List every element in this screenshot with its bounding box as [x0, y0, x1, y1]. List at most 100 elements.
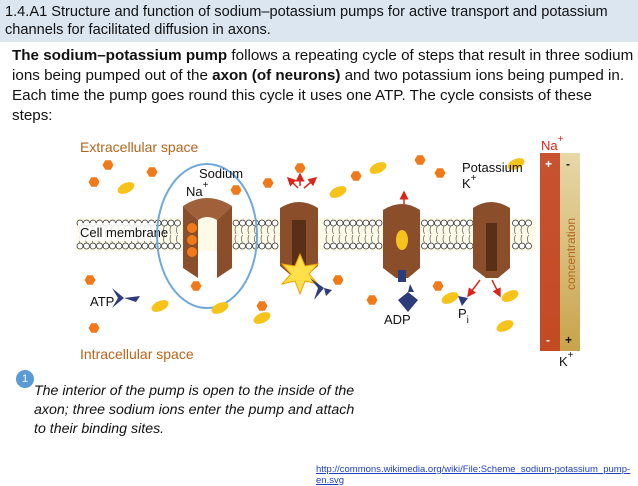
phospholipid-head	[148, 242, 155, 250]
phospholipid-tail	[455, 234, 458, 244]
phospholipid-tail	[345, 225, 347, 235]
phospholipid-head	[336, 242, 344, 250]
sodium-ion	[262, 178, 274, 188]
phospholipid-tail	[325, 234, 328, 244]
phospholipid-tail	[163, 225, 165, 235]
phospholipid-head	[122, 242, 129, 250]
phospholipid-head	[349, 242, 357, 250]
phospholipid-tail	[325, 225, 328, 235]
phospholipid-head	[421, 219, 428, 227]
phospholipid-tail	[267, 225, 269, 235]
step-number-badge: 1	[16, 370, 34, 388]
phospholipid-head	[447, 219, 454, 227]
phospholipid-head	[258, 242, 266, 250]
phospholipid-head	[323, 242, 331, 250]
k-corner-symbol: K	[559, 354, 568, 369]
intro-bold-axon: axon (of neurons)	[212, 67, 341, 84]
phosphate-molecule	[458, 296, 468, 306]
phospholipid-head	[271, 219, 279, 227]
phospholipid-tail	[345, 234, 347, 244]
phospholipid-head	[460, 219, 467, 227]
phospholipid-head	[83, 242, 90, 250]
phospholipid-head	[362, 219, 370, 227]
phospholipid-head	[518, 219, 526, 227]
phospholipid-tail	[234, 234, 237, 244]
active-pump-outline	[156, 163, 258, 309]
phospholipid-tail	[449, 234, 451, 244]
sodium-symbol-text: Na	[186, 184, 203, 199]
intro-bold-pump: The sodium–potassium pump	[12, 47, 228, 64]
phospholipid-tail	[371, 234, 373, 244]
phospholipid-tail	[429, 225, 432, 235]
sodium-ion	[146, 167, 158, 177]
atp-label: ATP	[90, 294, 114, 309]
phospholipid-tail	[176, 234, 178, 244]
phospholipid-head	[349, 219, 357, 227]
phospholipid-tail	[436, 225, 438, 235]
phospholipid-head	[453, 242, 461, 250]
phospholipid-head	[427, 242, 435, 250]
phospholipid-head	[258, 219, 266, 227]
step-caption: The interior of the pump is open to the …	[34, 383, 355, 437]
phospholipid-head	[369, 219, 376, 227]
phospholipid-head	[466, 219, 474, 227]
phospholipid-head	[434, 219, 441, 227]
k-corner-label: K+	[559, 350, 574, 369]
phospholipid-head	[128, 242, 136, 250]
phospholipid-head	[323, 219, 331, 227]
phospholipid-tail	[338, 225, 341, 235]
phospholipid-head	[76, 242, 84, 250]
sodium-ion	[332, 275, 344, 285]
na-corner-charge: +	[558, 134, 564, 145]
phospholipid-head	[343, 219, 350, 227]
phospholipid-tail	[351, 234, 354, 244]
sodium-charge: +	[203, 180, 209, 191]
ion-movement-arrows	[286, 172, 501, 298]
phospholipid-head	[245, 242, 253, 250]
phospholipid-head	[518, 242, 526, 250]
phospholipid-head	[167, 219, 175, 227]
sodium-ion	[84, 275, 96, 285]
phospholipid-tail	[247, 225, 250, 235]
adp-label: ADP	[384, 312, 411, 327]
potassium-charge: +	[471, 173, 477, 184]
sodium-symbol: Na+	[186, 180, 209, 199]
potassium-ion	[501, 290, 519, 302]
phospholipid-tail	[351, 225, 354, 235]
phospholipid-tail	[514, 234, 516, 244]
phospholipid-head	[239, 219, 246, 227]
phospholipid-head	[167, 242, 175, 250]
phospholipid-head	[447, 242, 454, 250]
phospholipid-tail	[455, 225, 458, 235]
potassium-ion	[151, 300, 169, 312]
phospholipid-tail	[254, 234, 256, 244]
phospholipid-tail	[527, 234, 529, 244]
phospholipid-tail	[163, 234, 165, 244]
k-top-minus: -	[566, 157, 570, 171]
potassium-label: Potassium	[462, 160, 523, 175]
sodium-ion	[350, 171, 362, 181]
phospholipid-tail	[267, 234, 269, 244]
atp-molecule-free	[112, 288, 140, 308]
source-link[interactable]: http://commons.wikimedia.org/wiki/File:S…	[316, 464, 631, 486]
sodium-ions	[84, 155, 446, 333]
sodium-ion	[88, 177, 100, 187]
phospholipid-tail	[273, 234, 276, 244]
potassium-ion	[496, 320, 514, 332]
na-top-plus: +	[545, 157, 552, 171]
phospholipid-head	[460, 242, 467, 250]
phospholipid-head	[102, 242, 110, 250]
phospholipid-head	[525, 242, 532, 250]
phospholipid-tail	[429, 234, 432, 244]
potassium-ion	[441, 292, 459, 304]
k-bottom-plus: +	[565, 333, 572, 347]
potassium-ion	[369, 162, 387, 174]
phospholipid-head	[265, 219, 272, 227]
na-bottom-minus: -	[546, 333, 550, 347]
atp-hydrolysis-burst	[280, 252, 320, 296]
phospholipid-head	[440, 242, 448, 250]
potassium-ion	[329, 186, 347, 198]
phospholipid-tail	[338, 234, 341, 244]
phospholipid-head	[362, 242, 370, 250]
phospholipid-head	[356, 242, 363, 250]
